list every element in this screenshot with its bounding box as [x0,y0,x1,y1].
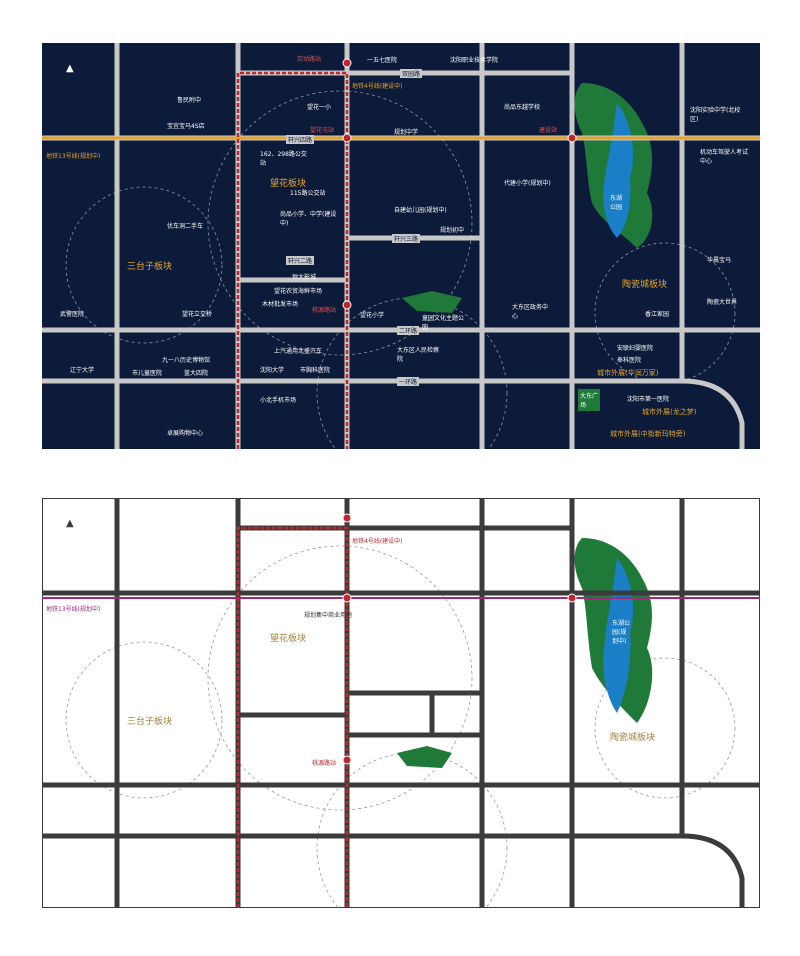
poi-chest-hospital: 市胸科医院 [300,367,331,374]
metro-line13-label: 地铁13号线(规划中) [46,153,101,160]
station-jianshe [567,133,577,143]
road-yihuan-label: 一环路 [397,377,420,386]
poi-zhuozhan: 卓展购物中心 [167,430,204,437]
metro-line4-label: 地铁4号线(建设中) [352,83,403,90]
metro-line4 [236,71,349,449]
road-laodong-label: 双园路 [400,69,423,78]
poi-daijian-primary: 代建小学(规划中) [504,180,551,187]
poi-gov-center: 大东区政务中心 [512,304,549,320]
north-arrow-icon: ▲ [66,63,74,74]
poi-anlian-hospital: 安联妇婴医院 [617,345,654,352]
square-label: 大东广场 [578,389,600,411]
tongyuan-park [402,291,462,313]
poi-shenyang-univ: 沈阳大学 [260,367,285,374]
district-wanghua-light: 望花板块 [270,634,307,644]
map-light-panel: 地铁13号线(规划中) 地铁4号线(建设中) 望花板块 三台子板块 陶瓷城板块 … [42,498,760,908]
poi-xiangjiang: 香江家园 [645,311,670,318]
poi-procuratorate: 大东区人民检察院 [397,347,440,363]
poi-children-hospital: 市儿童医院 [132,370,163,377]
city-expo-1: 城市外展(华润万家) [597,369,659,377]
poi-shangpin-school: 尚品东越学校 [504,104,541,111]
poi-donghu-light: 东湖公园(规划中) [612,620,631,645]
poi-phone-market: 小北手机市场 [260,397,297,404]
map-dark-svg [42,43,760,449]
poi-tongyuan-park: 童园文化主题公园 [422,315,465,331]
poi-guihua-junior: 规划初中 [440,227,465,234]
poi-armed-police: 武警医院 [60,311,85,318]
district-santaizi-light: 三台子板块 [127,717,173,727]
road-dongbei-curve [681,378,745,449]
road-xuanxing3-label: 轩兴三路 [392,234,421,243]
station-linchang [342,300,352,310]
poi-college: 沈阳职业技术学院 [450,57,499,64]
station-jianshe-label: 建设站 [539,127,558,134]
poi-bmw4s: 宝宜宝马4S店 [167,123,205,130]
poi-driving-test: 机动车驾驶人考试中心 [700,149,749,165]
road-xuanxing4-label: 轩兴四路 [286,135,315,144]
poi-first-hospital: 沈阳市第一医院 [627,396,670,403]
city-expo-2: 城市外展(龙之梦) [642,408,697,416]
poi-guihua-middle: 规划中学 [394,129,419,136]
poi-seafood-market: 望花农贸海鲜市场 [274,288,323,295]
map-dark-panel: 地铁13号线(规划中) 地铁4号线(建设中) 望花屯站 劳动路站 建设站 桃源路… [42,43,760,449]
north-arrow-icon-light: ▲ [66,518,74,529]
poi-ceramics-world: 陶瓷大世界 [707,299,738,306]
poi-hengda-cinema: 恒大影城 [292,274,317,281]
poi-landa-4: 蓝大四院 [184,370,209,377]
station-wanghua [342,133,352,143]
poi-experimental-school: 沈阳实验中学(北校区) [690,107,741,123]
district-wanghua: 望花板块 [270,179,307,189]
radius-circle-santaizi [65,186,223,344]
metro-stations [342,58,577,310]
poi-used-car: 优车洞二手车 [167,223,204,230]
metro-line4-light [236,526,349,908]
metro-line4-label-light: 地铁4号线(建设中) [352,538,403,545]
lake-area-light [603,558,634,713]
poi-shangpin-primary: 尚品小学、中学(建设中) [280,211,337,227]
district-taoci-light: 陶瓷城板块 [610,733,656,743]
poi-saic-gm: 上汽通用北盛汽车 [274,348,323,355]
poi-brilliance-bmw: 华晨宝马 [707,257,732,264]
map-light-svg [42,498,760,908]
metro-line13-label-light: 地铁13号线(规划中) [46,606,101,613]
station-linchang-label: 桃源路站 [312,307,337,314]
radius-circle-wanghua [207,90,473,356]
poi-liaoning-univ: 辽宁大学 [70,367,95,374]
poi-wanghua-interchange: 望花立交桥 [182,311,213,318]
poi-fengke-hospital: 奉科医院 [617,357,642,364]
poi-918-museum: 九一八历史博物馆 [162,357,211,364]
district-taoci: 陶瓷城板块 [622,280,668,290]
road-erhuan-label: 二环路 [397,326,420,335]
metro-stations-light [342,513,577,765]
poi-hospital-157: 一五七医院 [367,57,398,64]
poi-wanghua-primary: 望花小学 [360,312,385,319]
map-light-background [42,498,760,908]
poi-busstop-115: 115路公交站 [290,190,326,197]
poi-commercial-land: 规划集中商业用地 [304,612,353,619]
poi-lumin: 鲁民附中 [177,97,202,104]
poi-busstop-162: 162、298路公交站 [260,151,307,167]
poi-wood-market: 木材批发市场 [262,301,299,308]
station-laodong [342,58,352,68]
station-taoyuan-light: 桃源路站 [312,760,337,767]
poi-donghu-park: 东湖公园 [610,195,623,211]
road-xuanxing2-label: 轩兴二路 [286,256,315,265]
tongyuan-park-light [397,746,452,768]
station-laodong-label: 劳动路站 [297,56,322,63]
city-expo-3: 城市外展(中街新玛特旁) [610,430,686,438]
map-background [42,43,760,449]
poi-wanghua1: 望花一小 [307,104,332,111]
poi-kindergarten: 自建幼儿园(规划中) [394,207,447,214]
district-santaizi: 三台子板块 [127,262,173,272]
station-wanghua-label: 望花屯站 [310,127,335,134]
